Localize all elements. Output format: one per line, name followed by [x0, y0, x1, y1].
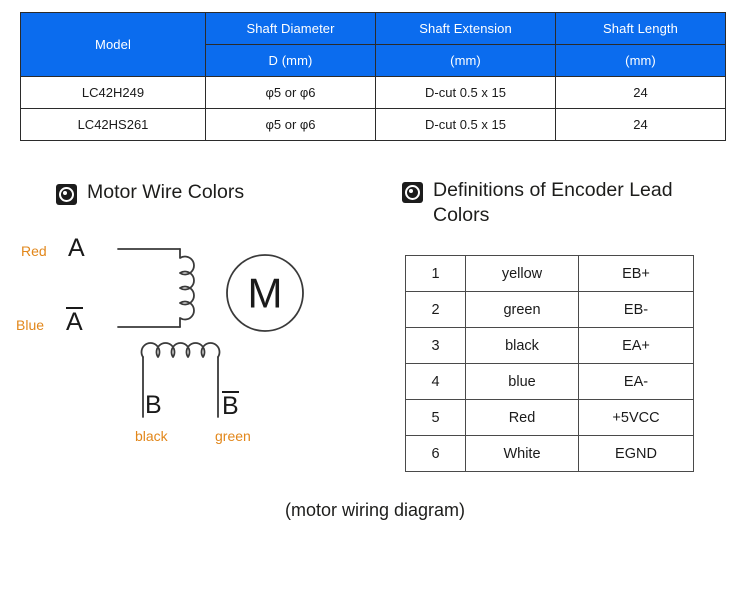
- cell-lead-color: yellow: [465, 255, 579, 292]
- table-row: 2 green EB-: [405, 291, 694, 328]
- wire-color-label-green: green: [215, 428, 251, 444]
- table-row: 3 black EA+: [405, 327, 694, 364]
- spec-header-shaft-extension: Shaft Extension: [375, 12, 556, 45]
- spec-header-model: Model: [20, 12, 206, 77]
- spec-header-shaft-diameter: Shaft Diameter: [205, 12, 376, 45]
- cell-signal: EB-: [578, 291, 694, 328]
- figure-caption: (motor wiring diagram): [284, 500, 466, 520]
- bullseye-icon: [402, 182, 423, 203]
- cell-diameter: φ5 or φ6: [205, 108, 376, 141]
- cell-model: LC42HS261: [20, 108, 206, 141]
- table-row: 5 Red +5VCC: [405, 399, 694, 436]
- cell-model: LC42H249: [20, 76, 206, 109]
- wire-color-label-red: Red: [21, 243, 47, 259]
- encoder-lead-colors-title: Definitions of Encoder Lead Colors: [433, 179, 673, 226]
- cell-lead-color: green: [465, 291, 579, 328]
- shaft-spec-table: Model Shaft Diameter Shaft Extension Sha…: [20, 12, 726, 141]
- motor-body-circle: [226, 254, 304, 332]
- bullseye-icon: [56, 184, 77, 205]
- coil-a-winding: [179, 248, 195, 328]
- cell-lead-color: blue: [465, 363, 579, 400]
- table-row: LC42H249 φ5 or φ6 D-cut 0.5 x 15 24: [20, 76, 726, 109]
- cell-extension: D-cut 0.5 x 15: [375, 76, 556, 109]
- terminal-label-b-bar: B: [222, 391, 239, 420]
- spec-subheader-length-unit: (mm): [555, 44, 726, 77]
- terminal-label-b: B: [145, 391, 162, 419]
- table-row: 4 blue EA-: [405, 363, 694, 400]
- cell-signal: +5VCC: [578, 399, 694, 436]
- spec-subheader-extension-unit: (mm): [375, 44, 556, 77]
- cell-extension: D-cut 0.5 x 15: [375, 108, 556, 141]
- wire-color-label-black: black: [135, 428, 168, 444]
- wire-color-label-blue: Blue: [16, 317, 45, 333]
- cell-lead-color: black: [465, 327, 579, 364]
- spec-table-header-row-1: Model Shaft Diameter Shaft Extension Sha…: [20, 12, 726, 77]
- cell-pin-number: 1: [405, 255, 466, 292]
- cell-lead-color: Red: [465, 399, 579, 436]
- cell-lead-color: White: [465, 435, 579, 472]
- cell-length: 24: [555, 76, 726, 109]
- cell-pin-number: 3: [405, 327, 466, 364]
- terminal-label-a-bar: A: [66, 307, 83, 336]
- table-row: 6 White EGND: [405, 435, 694, 472]
- cell-length: 24: [555, 108, 726, 141]
- motor-label-m: M: [248, 270, 283, 317]
- cell-pin-number: 6: [405, 435, 466, 472]
- motor-wire-colors-title: Motor Wire Colors: [87, 181, 245, 203]
- cell-pin-number: 4: [405, 363, 466, 400]
- cell-signal: EA+: [578, 327, 694, 364]
- cell-signal: EGND: [578, 435, 694, 472]
- cell-diameter: φ5 or φ6: [205, 76, 376, 109]
- cell-signal: EB+: [578, 255, 694, 292]
- motor-wire-colors-heading: Motor Wire Colors: [56, 180, 386, 205]
- cell-pin-number: 2: [405, 291, 466, 328]
- spec-subheader-diameter-unit: D (mm): [205, 44, 376, 77]
- spec-header-shaft-length: Shaft Length: [555, 12, 726, 45]
- table-row: LC42HS261 φ5 or φ6 D-cut 0.5 x 15 24: [20, 108, 726, 141]
- cell-pin-number: 5: [405, 399, 466, 436]
- wiring-svg: M: [117, 248, 304, 418]
- encoder-lead-colors-heading: Definitions of Encoder Lead Colors: [402, 178, 722, 228]
- encoder-lead-table: 1 yellow EB+ 2 green EB- 3 black EA+ 4 b…: [405, 255, 694, 472]
- motor-wiring-schematic: M: [60, 232, 390, 462]
- cell-signal: EA-: [578, 363, 694, 400]
- spec-table-header-row-2: D (mm) (mm) (mm): [21, 44, 726, 77]
- coil-b-winding: [140, 342, 221, 358]
- terminal-label-a: A: [68, 234, 85, 262]
- table-row: 1 yellow EB+: [405, 255, 694, 292]
